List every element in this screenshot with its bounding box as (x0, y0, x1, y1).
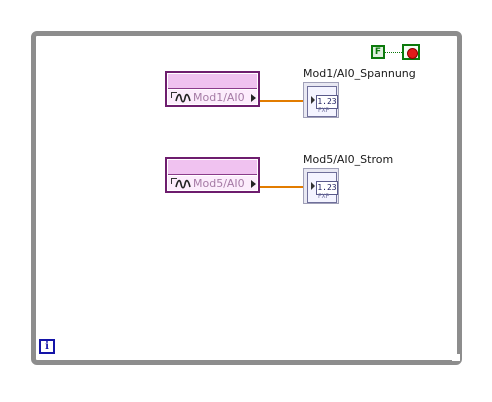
indicator-body: 1.23 FXP (307, 86, 338, 117)
node-channel-control[interactable]: Mod5/AI0 (168, 176, 257, 190)
node-header (168, 74, 257, 89)
channel-value: Mod1/AI0 (175, 91, 245, 105)
boolean-wire[interactable] (385, 52, 404, 53)
indicator-type: FXP (318, 107, 330, 114)
numeric-indicator[interactable]: 1.23 FXP (303, 168, 339, 204)
stop-button-icon[interactable] (402, 44, 420, 60)
loop-resize-handle[interactable] (452, 354, 460, 361)
input-arrow-icon (311, 96, 315, 104)
dropdown-arrow-icon[interactable] (251, 94, 256, 102)
numeric-indicator-icon: 1.23 (316, 181, 338, 195)
daqmx-channel-node[interactable]: Mod5/AI0 (165, 157, 260, 193)
numeric-indicator-icon: 1.23 (316, 95, 338, 109)
corner-icon (171, 92, 177, 98)
waveform-icon (175, 93, 191, 103)
node-channel-control[interactable]: Mod1/AI0 (168, 90, 257, 104)
input-arrow-icon (311, 182, 315, 190)
data-wire[interactable] (260, 186, 304, 188)
daqmx-channel-node[interactable]: Mod1/AI0 (165, 71, 260, 107)
indicator-label: Mod5/AI0_Strom (303, 153, 394, 166)
data-wire[interactable] (260, 100, 304, 102)
stop-dot-icon (407, 48, 418, 59)
indicator-type: FXP (318, 193, 330, 200)
dropdown-arrow-icon[interactable] (251, 180, 256, 188)
numeric-indicator[interactable]: 1.23 FXP (303, 82, 339, 118)
false-constant[interactable]: F (371, 45, 385, 59)
corner-icon (171, 178, 177, 184)
indicator-label: Mod1/AI0_Spannung (303, 67, 416, 80)
channel-value: Mod5/AI0 (175, 177, 245, 191)
node-header (168, 160, 257, 175)
indicator-body: 1.23 FXP (307, 172, 338, 203)
iteration-icon[interactable]: i (39, 339, 55, 354)
waveform-icon (175, 179, 191, 189)
while-loop-frame[interactable] (31, 31, 462, 365)
